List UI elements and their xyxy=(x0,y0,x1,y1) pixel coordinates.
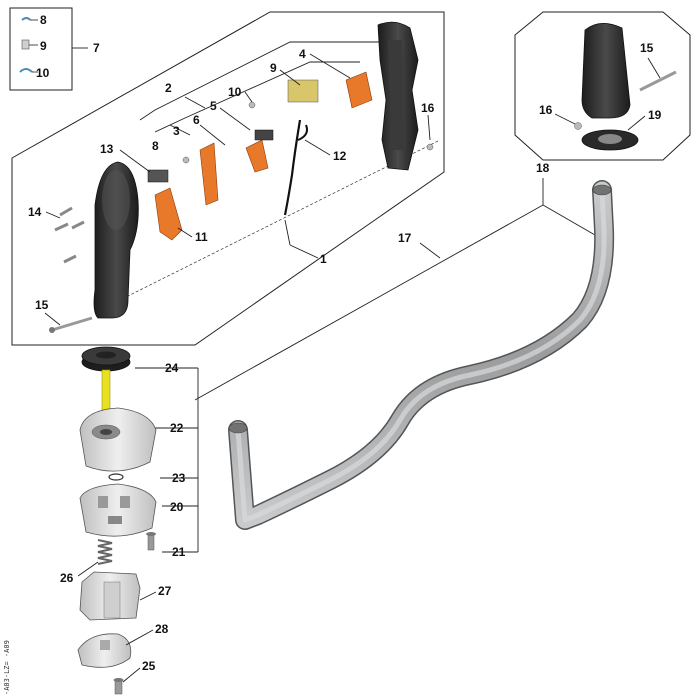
callout-14: 14 xyxy=(28,205,42,219)
callout-9-inset: 9 xyxy=(40,39,47,53)
clamp-cover xyxy=(79,407,157,472)
clamp-base xyxy=(79,483,157,537)
grip-nut xyxy=(574,122,582,130)
callout-15-right: 15 xyxy=(640,41,654,55)
clamp-knob xyxy=(81,346,131,372)
callout-10: 10 xyxy=(228,85,242,99)
o-ring xyxy=(108,473,124,481)
callout-27: 27 xyxy=(158,584,172,598)
callout-5: 5 xyxy=(210,99,217,113)
main-frame-callouts: 4 9 10 2 5 6 3 8 13 16 12 14 11 1 15 xyxy=(28,47,435,326)
drawing-code: -A03-LZ= -A09 xyxy=(3,640,11,695)
grip-inset-frame xyxy=(514,11,691,161)
long-screw-15-left xyxy=(49,316,93,333)
inset-contact-icon xyxy=(21,39,38,50)
callout-4: 4 xyxy=(299,47,306,61)
callout-25: 25 xyxy=(142,659,156,673)
spring-26 xyxy=(97,539,113,565)
callout-8-inset: 8 xyxy=(40,13,47,27)
bent-handle-tube xyxy=(228,180,615,530)
callout-8: 8 xyxy=(152,139,159,153)
callout-12: 12 xyxy=(333,149,347,163)
grip-screw xyxy=(639,70,677,92)
callout-28: 28 xyxy=(155,622,169,636)
callout-23: 23 xyxy=(172,471,186,485)
connection-lines: 17 xyxy=(194,178,596,401)
grip-washer xyxy=(581,129,639,151)
grip-inset-callouts: 15 16 19 18 xyxy=(536,41,662,175)
left-handle-grip xyxy=(93,161,139,319)
callout-15-left: 15 xyxy=(35,298,49,312)
clamp-jaw-28 xyxy=(77,633,132,668)
orange-trigger-parts xyxy=(154,71,373,241)
right-handle-shell xyxy=(377,21,419,171)
screws-14 xyxy=(54,206,85,264)
handle-assembly-frame xyxy=(11,11,445,346)
callout-13: 13 xyxy=(100,142,114,156)
callout-16-right: 16 xyxy=(539,103,553,117)
clamp-screw-21 xyxy=(146,532,156,551)
callout-2: 2 xyxy=(165,81,172,95)
small-hardware xyxy=(147,79,434,216)
inset-clip-icon xyxy=(19,68,38,73)
clamp-screw-25 xyxy=(113,678,124,695)
callout-17: 17 xyxy=(398,231,412,245)
callout-9: 9 xyxy=(270,61,277,75)
clamp-callouts: 24 22 23 20 21 26 27 28 25 xyxy=(60,361,186,683)
grip-sleeve xyxy=(581,23,631,119)
callout-11: 11 xyxy=(195,230,208,244)
callout-24: 24 xyxy=(165,361,179,375)
inset-spring-icon xyxy=(21,17,38,21)
callout-22: 22 xyxy=(170,421,184,435)
callout-18: 18 xyxy=(536,161,550,175)
callout-1: 1 xyxy=(320,252,327,266)
callout-26: 26 xyxy=(60,571,74,585)
clamp-block-27 xyxy=(79,571,141,621)
callout-20: 20 xyxy=(170,500,184,514)
inset-box: 8 9 10 7 xyxy=(9,7,100,91)
callout-6: 6 xyxy=(193,113,200,127)
callout-16-left: 16 xyxy=(421,101,435,115)
clamp-rod xyxy=(101,369,111,413)
callout-19: 19 xyxy=(648,108,662,122)
guide-lines xyxy=(99,41,441,311)
callout-7: 7 xyxy=(93,41,100,55)
callout-3: 3 xyxy=(173,124,180,138)
clamp-assembly-leader xyxy=(135,367,199,553)
callout-21: 21 xyxy=(172,545,186,559)
callout-10-inset: 10 xyxy=(36,66,50,80)
